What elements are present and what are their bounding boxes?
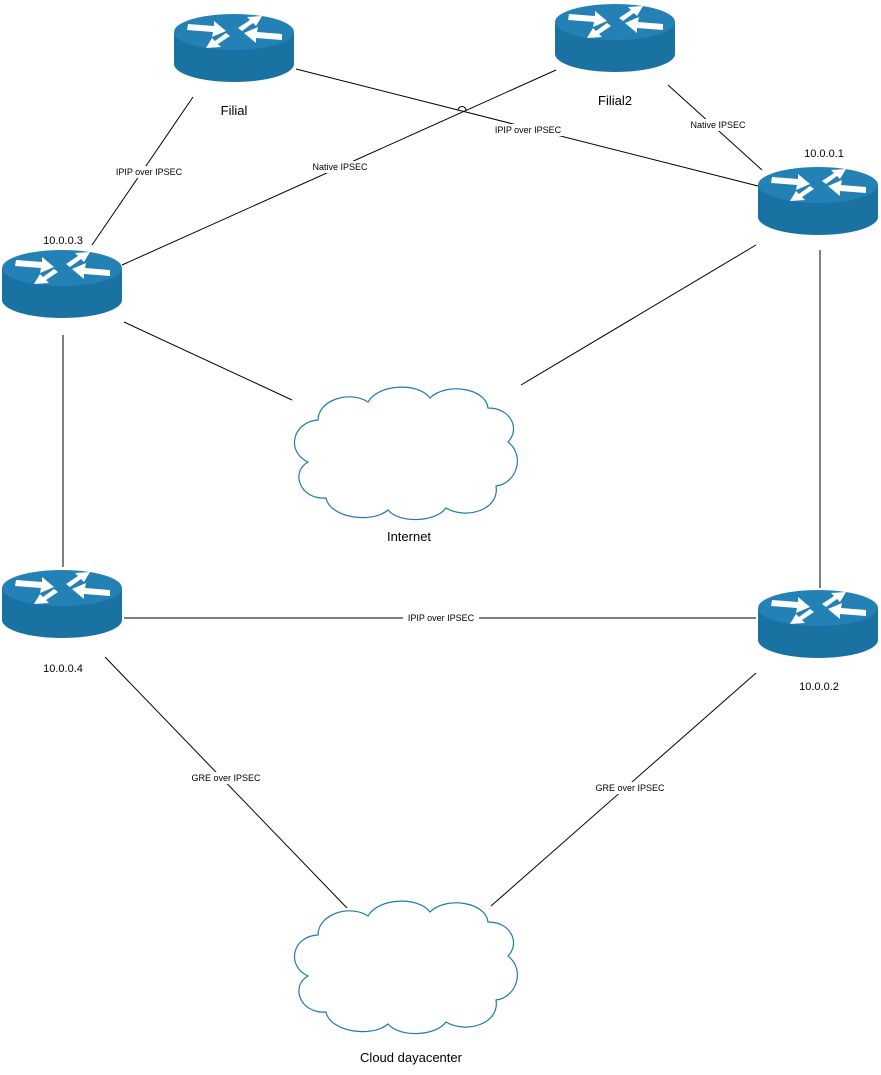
- node-label-filial: Filial: [221, 103, 248, 118]
- label-r4-datacenter: GRE over IPSEC: [191, 773, 261, 783]
- node-label-r1: 10.0.0.1: [804, 148, 844, 160]
- router-icon: [174, 14, 294, 82]
- router-icon: [2, 570, 122, 638]
- node-label-r4: 10.0.0.4: [43, 663, 83, 675]
- label-filial-r1: IPIP over IPSEC: [495, 125, 562, 135]
- label-filial2-r1: Native IPSEC: [690, 120, 746, 130]
- router-icon: [555, 4, 675, 72]
- cloud-icon: [293, 386, 518, 521]
- label-r4-r2: IPIP over IPSEC: [408, 613, 475, 623]
- router-icon: [2, 250, 122, 318]
- router-icon: [758, 590, 878, 658]
- line-hop: [457, 106, 467, 112]
- cloud-label-datacenter: Cloud dayacenter: [360, 1050, 463, 1065]
- cloud-icon: [293, 900, 518, 1035]
- label-filial-r3: IPIP over IPSEC: [116, 167, 183, 177]
- node-label-filial2: Filial2: [598, 93, 632, 108]
- router-icon: [758, 167, 878, 235]
- label-filial2-r3: Native IPSEC: [312, 162, 368, 172]
- link-r1-internet: [520, 244, 757, 386]
- node-label-r2: 10.0.0.2: [799, 681, 839, 693]
- link-r3-internet: [123, 321, 293, 401]
- node-label-r3: 10.0.0.3: [43, 235, 83, 247]
- cloud-label-internet: Internet: [387, 529, 431, 544]
- label-r2-datacenter: GRE over IPSEC: [595, 783, 665, 793]
